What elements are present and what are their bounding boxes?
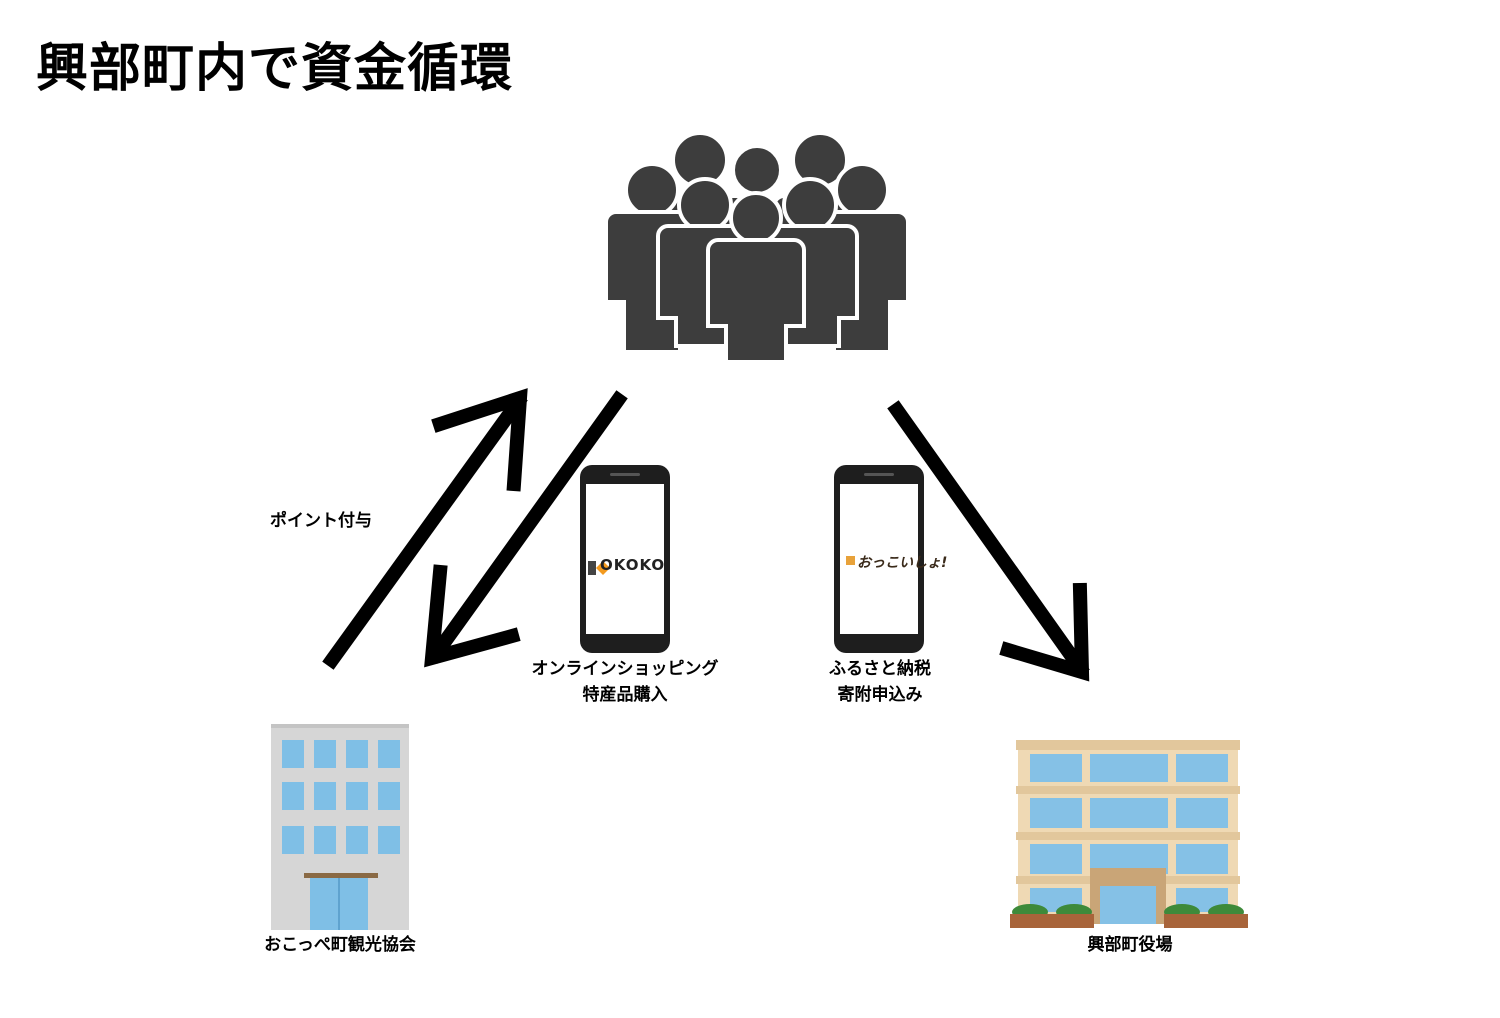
tourism-association-building-icon <box>271 724 409 930</box>
town-office-label: 興部町役場 <box>1087 935 1173 955</box>
page-title: 興部町内で資金循環 <box>36 39 514 99</box>
smartphone-furusato-icon <box>834 465 924 653</box>
tourism-association-label: おこっぺ町観光協会 <box>264 935 416 955</box>
arrow-up-right-icon <box>322 388 528 670</box>
furusato-tax-line1: ふるさと納税 <box>829 659 931 679</box>
smartphone-okoko-icon <box>580 465 670 653</box>
furusato-logo-mark <box>846 556 855 565</box>
online-shopping-line1: オンラインショッピング <box>531 659 719 679</box>
furusato-app-logo: おっこいしょ! <box>857 555 948 571</box>
point-grant-label: ポイント付与 <box>270 511 372 531</box>
okoko-logo-mark <box>588 561 610 575</box>
people-crowd-icon <box>604 131 910 364</box>
online-shopping-line2: 特産品購入 <box>582 685 668 705</box>
town-office-building-icon <box>1010 740 1248 928</box>
arrow-down-right-icon <box>887 400 1090 682</box>
okoko-app-logo: OKOKO <box>600 556 666 574</box>
arrow-down-left-icon <box>424 390 628 668</box>
online-shopping-label: オンラインショッピング 特産品購入 <box>500 656 750 708</box>
furusato-tax-line2: 寄附申込み <box>837 685 923 705</box>
furusato-tax-label: ふるさと納税 寄附申込み <box>790 656 970 708</box>
